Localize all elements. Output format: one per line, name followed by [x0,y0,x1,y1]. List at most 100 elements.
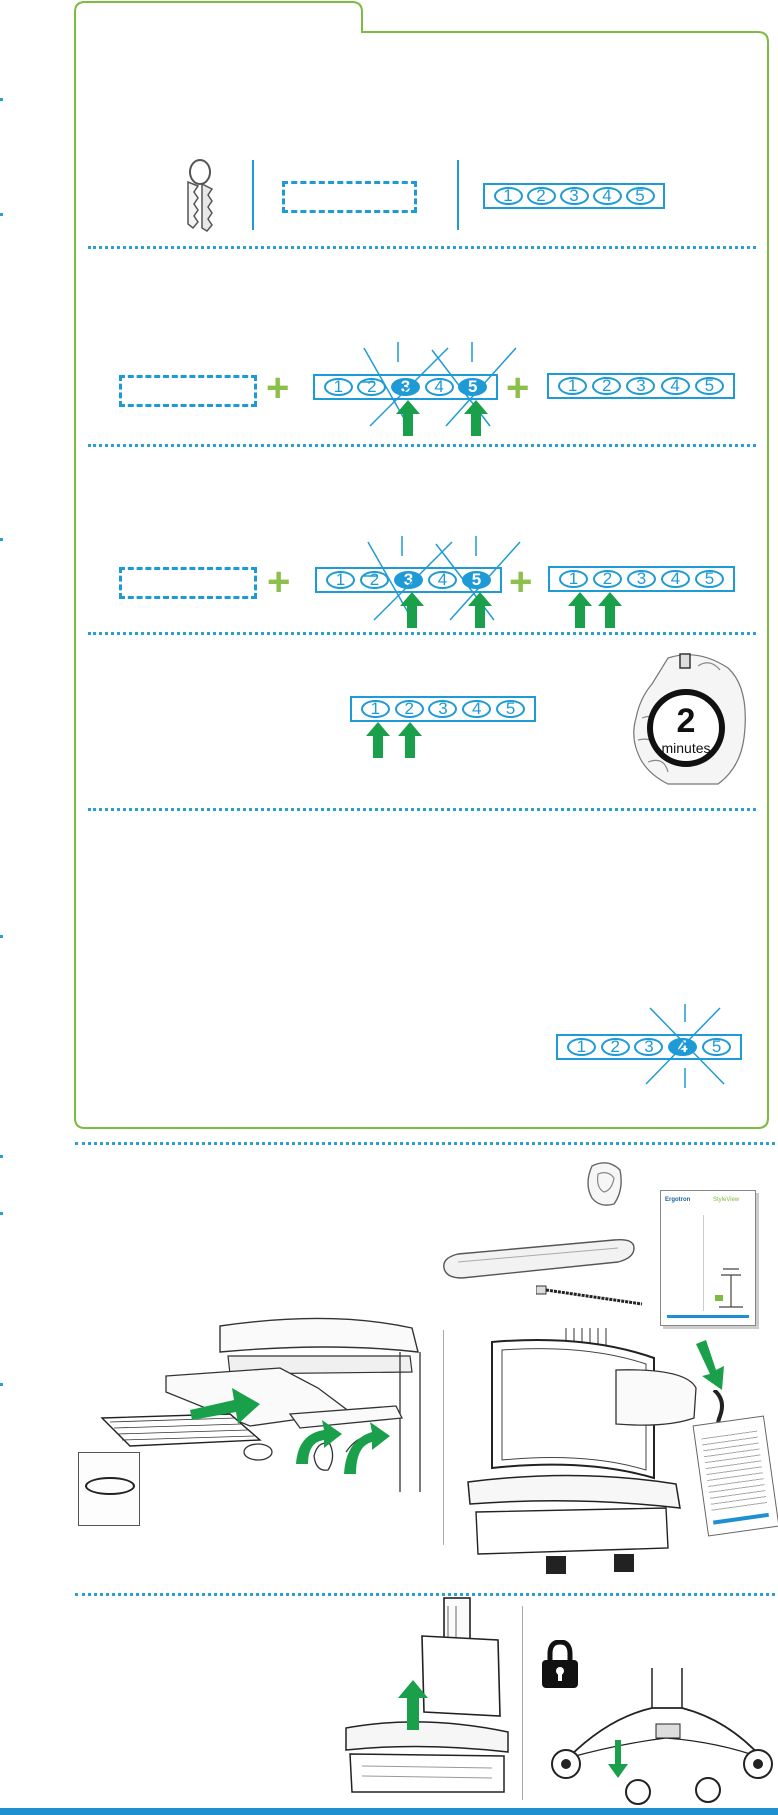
keypad-key-5: 5 [462,570,491,589]
keypad-key-4: 4 [668,1037,698,1056]
keypad-key-5: 5 [702,1037,732,1056]
padlock-icon [542,1640,578,1688]
divider [522,1606,523,1800]
margin-mark [0,538,3,541]
margin-mark [0,213,3,216]
display-box [119,375,257,407]
power-cord-loop [85,1477,135,1495]
footer-bar [0,1808,778,1815]
display-box [282,181,417,213]
keypad-key-4: 4 [592,186,622,205]
divider [443,1330,444,1545]
green-arrow-right [190,1388,260,1424]
keypad-key-5: 5 [694,376,724,395]
section-divider [88,632,756,635]
divider [252,160,254,230]
stopwatch: 2 minutes [628,648,750,788]
green-arrow-up [598,592,622,628]
section-divider [88,444,756,447]
instruction-frame [74,1,769,1129]
keypad-key-3: 3 [627,569,656,588]
green-arrow-up [468,592,492,628]
keypad-key-1: 1 [493,186,523,205]
keypad-key-3: 3 [626,376,656,395]
keypad-key-2: 2 [600,1037,630,1056]
plus-sign: + [506,366,530,410]
green-arrow-up [464,400,488,436]
keypad-key-4: 4 [661,569,690,588]
keypad-key-1: 1 [559,569,588,588]
keypad-key-3: 3 [390,377,420,396]
insert-footer-bar [667,1315,749,1318]
keypad-key-3: 3 [428,699,458,718]
green-arrow-up [398,722,422,758]
margin-mark [0,1155,3,1158]
green-arrow-curve [296,1420,342,1464]
keypad-key-2: 2 [526,186,556,205]
plus-sign: + [266,366,290,410]
cart-base-illustration [551,1668,773,1805]
sheet-footer [712,1512,769,1525]
keypad-key-2: 2 [593,569,622,588]
plus-sign: + [267,560,291,604]
mouse-holster-icon [587,1162,622,1206]
instruction-sheet [692,1415,778,1537]
keypad-key-1: 1 [360,699,390,718]
margin-mark [0,98,3,101]
margin-mark [0,1212,3,1215]
margin-mark [0,1383,3,1386]
green-arrow-up [568,592,592,628]
keypad-key-5: 5 [625,186,655,205]
display-box [119,567,257,599]
green-arrow-down [608,1740,628,1778]
timer-unit: minutes [661,740,711,756]
keypad-key-2: 2 [394,699,424,718]
insert-booklet: Ergotron StyleView [660,1190,756,1326]
keypad-key-3: 3 [394,570,423,589]
keypad-key-1: 1 [566,1037,596,1056]
cart-keyboard-illustration [100,1317,421,1492]
cable-tie-icon [536,1285,643,1306]
keypad-key-5: 5 [695,569,724,588]
keypad-key-5: 5 [458,377,488,396]
green-arrow-curve [344,1422,390,1474]
cart-thumbnail [715,1268,743,1308]
green-arrow-up [400,592,424,628]
keypad-key-2: 2 [360,570,389,589]
accessory-bag [78,1452,140,1526]
keypad-key-4: 4 [424,377,454,396]
section-divider [88,246,756,249]
keypad-key-1: 1 [323,377,353,396]
keypad-key-4: 4 [462,699,492,718]
wrist-rest-icon [443,1238,635,1279]
section-divider [75,1593,775,1596]
insert-product: StyleView [713,1197,740,1203]
green-arrow-up [396,400,420,436]
keypad-key-4: 4 [428,570,457,589]
section-divider [75,1142,775,1145]
green-arrow-up [366,722,390,758]
plus-sign: + [509,560,533,604]
section-divider [88,808,756,811]
keypad-key-4: 4 [660,376,690,395]
keypad-key-1: 1 [558,376,588,395]
margin-mark [0,935,3,938]
sheet-lines [700,1425,768,1513]
cart-lift-illustration [345,1597,509,1793]
insert-brand: Ergotron [665,1197,691,1203]
green-arrow-down [696,1340,724,1390]
keypad-key-1: 1 [326,570,355,589]
green-arrow-up [398,1680,428,1730]
keypad-key-2: 2 [357,377,387,396]
divider [457,160,459,230]
hand-icon [633,653,746,785]
keypad-key-3: 3 [634,1037,664,1056]
keys-icon [187,159,214,232]
cart-laptop-illustration [467,1328,697,1574]
